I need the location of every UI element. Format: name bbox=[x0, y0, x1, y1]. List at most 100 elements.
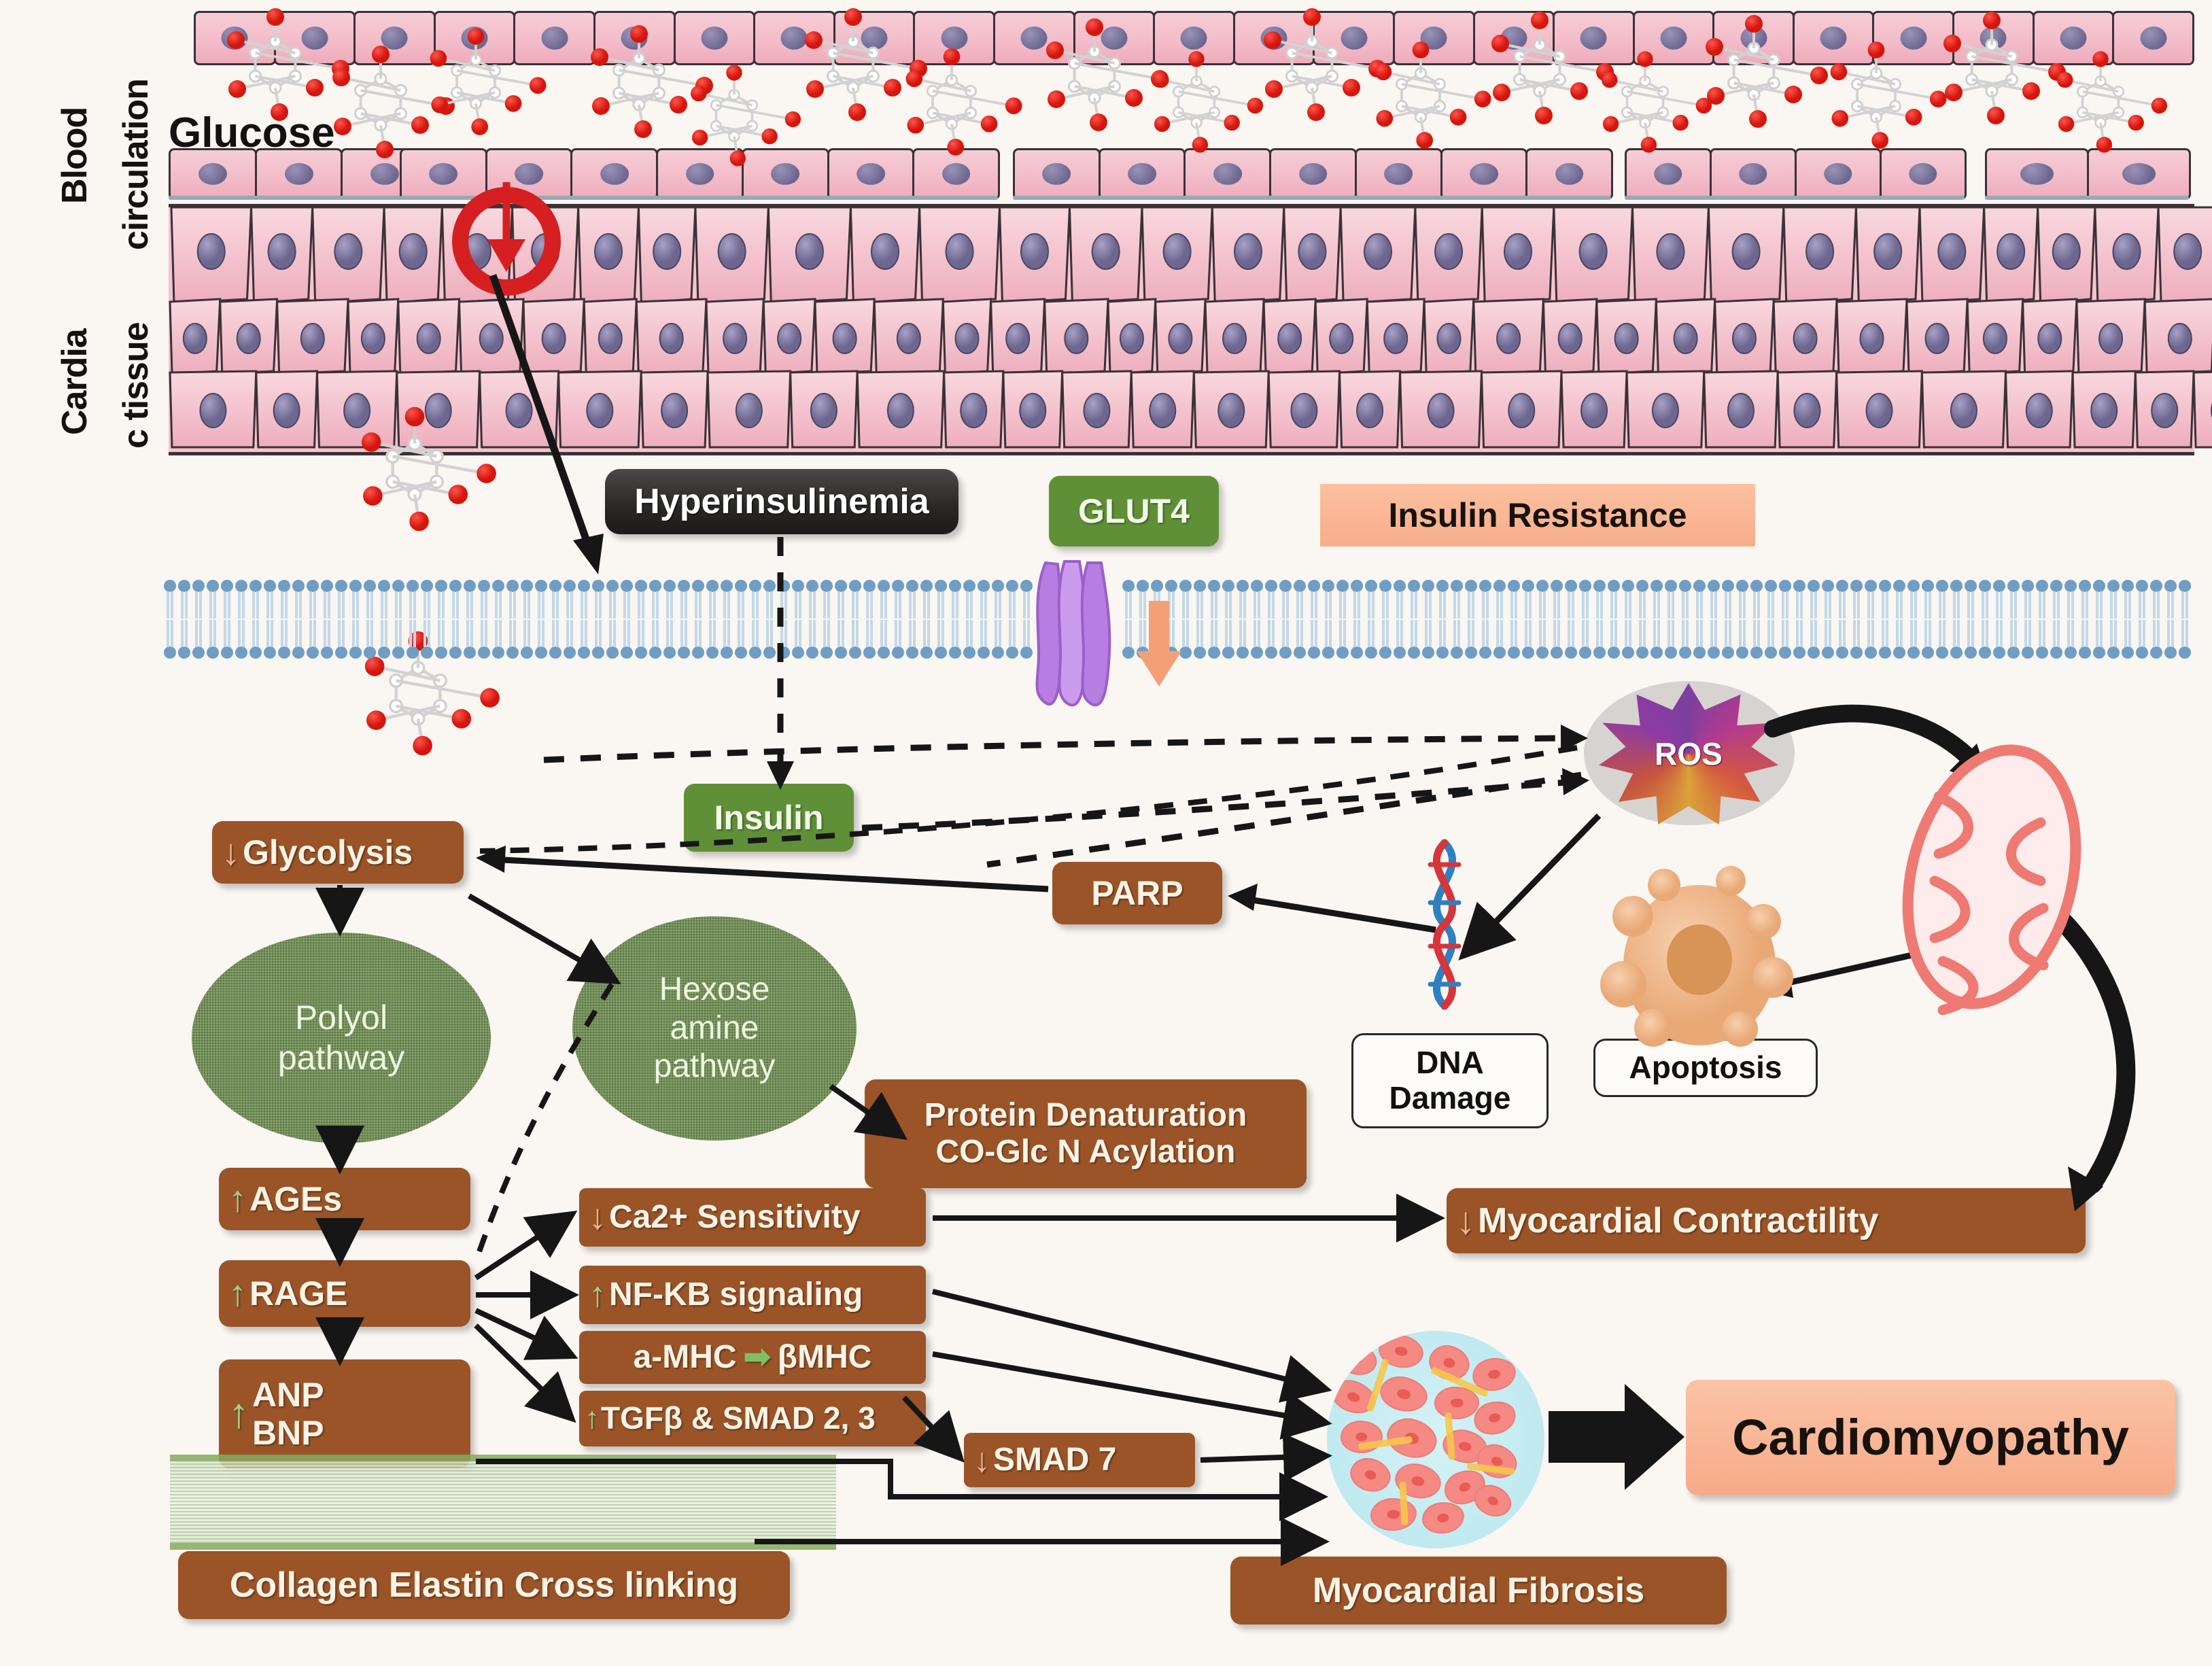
edge-parp-glycolysis bbox=[491, 859, 1048, 889]
node-myocardial-contractility[interactable]: ↓ Myocardial Contractility bbox=[1447, 1188, 2086, 1253]
glucose-molecule-icon bbox=[1602, 51, 1712, 152]
decrease-arrow-icon: ↓ bbox=[222, 832, 240, 873]
smad7-label: SMAD 7 bbox=[993, 1442, 1116, 1478]
node-hyperinsulinemia[interactable]: Hyperinsulinemia bbox=[605, 469, 958, 534]
edge-mitochondria-apoptosis bbox=[1776, 945, 1958, 986]
right-arrow-icon: ➡ bbox=[744, 1339, 771, 1376]
node-ros-label: ROS bbox=[1655, 735, 1723, 772]
node-insulin[interactable]: Insulin bbox=[684, 784, 854, 852]
node-polyol-pathway[interactable]: Polyol pathway bbox=[192, 933, 491, 1143]
apoptotic-cell-icon bbox=[1600, 866, 1793, 1047]
myocardial-fibrosis-tissue-icon bbox=[1327, 1331, 1544, 1548]
increase-arrow-icon: ↑ bbox=[228, 1390, 249, 1437]
edge-glycolysis-hexosamine bbox=[469, 896, 612, 979]
plasma-membrane-bilayer bbox=[170, 581, 2189, 663]
dna-helix-icon bbox=[1430, 843, 1459, 1006]
protein-denat-line1: Protein Denaturation bbox=[924, 1097, 1247, 1134]
node-collagen-elastin[interactable]: Collagen Elastin Cross linking bbox=[178, 1551, 790, 1619]
node-parp[interactable]: PARP bbox=[1052, 862, 1222, 924]
increase-arrow-icon: ↑ bbox=[228, 1179, 247, 1219]
mhc-right-label: βMHC bbox=[778, 1339, 872, 1376]
nfkb-label: NF-KB signaling bbox=[609, 1277, 863, 1313]
polyol-line1: Polyol bbox=[295, 998, 387, 1038]
edge-smad7-fibrosis bbox=[1200, 1456, 1321, 1460]
tgfb-label: TGFβ & SMAD 2, 3 bbox=[601, 1401, 876, 1436]
collagen-elastin-fiber-band bbox=[170, 1455, 836, 1550]
node-ca2-sensitivity[interactable]: ↓ Ca2+ Sensitivity bbox=[579, 1188, 926, 1247]
side-label-circulation: circulation bbox=[116, 79, 156, 250]
hexosamine-line2: amine bbox=[670, 1009, 759, 1048]
edge-nfkb-fibrosis bbox=[933, 1291, 1321, 1388]
node-protein-denaturation[interactable]: Protein Denaturation CO-Glc N Acylation bbox=[865, 1079, 1307, 1188]
ca2-label: Ca2+ Sensitivity bbox=[609, 1199, 861, 1236]
edge-insulin-ros bbox=[862, 782, 1576, 828]
endothelium-row-mid-d bbox=[1625, 148, 1965, 196]
side-label-cardiac: Cardia bbox=[54, 329, 95, 435]
dna-damage-line2: Damage bbox=[1389, 1081, 1511, 1116]
edge-glucose-ros bbox=[544, 738, 1574, 760]
node-glycolysis[interactable]: ↓ Glycolysis bbox=[212, 821, 464, 884]
mitochondrion-icon bbox=[1883, 732, 2101, 1022]
decrease-arrow-icon: ↓ bbox=[589, 1198, 606, 1237]
endothelium-row-mid-e bbox=[1985, 148, 2189, 196]
node-tgfb-smad23[interactable]: ↑ TGFβ & SMAD 2, 3 bbox=[579, 1391, 926, 1446]
glucose-molecule-icon bbox=[1153, 51, 1263, 152]
endothelium-row-mid-c bbox=[1013, 148, 1611, 196]
edge-dna-parp bbox=[1244, 899, 1436, 930]
ages-label: AGEs bbox=[249, 1180, 342, 1218]
glucose-molecule-icon bbox=[2057, 51, 2167, 152]
myocyte bbox=[1420, 1499, 1466, 1535]
myocyte bbox=[1346, 1453, 1395, 1497]
node-smad7[interactable]: ↓ SMAD 7 bbox=[964, 1433, 1195, 1487]
contractility-label: Myocardial Contractility bbox=[1478, 1201, 1878, 1240]
node-ages[interactable]: ↑ AGEs bbox=[219, 1168, 470, 1230]
edge-rage-tgfb bbox=[476, 1325, 568, 1415]
edge-rage-mhc bbox=[476, 1311, 568, 1354]
edge-mitochondria-contractility bbox=[2030, 892, 2126, 1184]
glut4-channel-protein bbox=[1039, 557, 1127, 693]
node-hexosamine-pathway[interactable]: Hexose amine pathway bbox=[572, 916, 857, 1141]
myocyte bbox=[1370, 1497, 1417, 1531]
bnp-label: BNP bbox=[252, 1414, 324, 1452]
side-label-tissue: c tissue bbox=[116, 322, 156, 449]
anp-label: ANP bbox=[252, 1376, 324, 1414]
node-anp-bnp[interactable]: ↑ ANP BNP bbox=[219, 1359, 470, 1468]
hexosamine-line1: Hexose bbox=[659, 971, 770, 1009]
node-insulin-resistance[interactable]: Insulin Resistance bbox=[1320, 484, 1755, 546]
hexosamine-line3: pathway bbox=[654, 1047, 776, 1086]
polyol-line2: pathway bbox=[278, 1038, 404, 1078]
increase-arrow-icon: ↑ bbox=[585, 1402, 600, 1435]
side-label-blood: Blood bbox=[54, 107, 95, 204]
myocyte bbox=[1331, 1337, 1381, 1381]
endothelium-row-top bbox=[194, 11, 2192, 61]
node-mhc-switch[interactable]: a-MHC ➡ βMHC bbox=[579, 1331, 926, 1384]
mhc-left-label: a-MHC bbox=[634, 1339, 737, 1376]
edge-fibrosis-cardiomyopathy-block-arrow bbox=[1549, 1384, 1684, 1490]
decrease-arrow-icon: ↓ bbox=[973, 1441, 990, 1479]
increase-arrow-icon: ↑ bbox=[228, 1273, 247, 1314]
rage-label: RAGE bbox=[249, 1274, 347, 1313]
endothelium-row-mid-a bbox=[169, 148, 427, 196]
decrease-arrow-icon: ↓ bbox=[1456, 1200, 1475, 1243]
protein-denat-line2: CO-Glc N Acylation bbox=[936, 1134, 1236, 1170]
node-dna-damage[interactable]: DNA Damage bbox=[1351, 1033, 1549, 1128]
increase-arrow-icon: ↑ bbox=[589, 1275, 606, 1315]
edge-mhc-fibrosis bbox=[933, 1354, 1321, 1422]
node-nfkb-signaling[interactable]: ↑ NF-KB signaling bbox=[579, 1266, 926, 1324]
node-glut4[interactable]: GLUT4 bbox=[1049, 476, 1219, 546]
node-cardiomyopathy[interactable]: Cardiomyopathy bbox=[1686, 1380, 2175, 1495]
cardiac-tissue-block bbox=[169, 204, 2194, 455]
edge-ros-parp-dashed bbox=[987, 775, 1581, 865]
endothelium-row-mid-b bbox=[400, 148, 998, 196]
glycolysis-label: Glycolysis bbox=[243, 833, 413, 871]
dna-damage-line1: DNA bbox=[1416, 1045, 1484, 1081]
node-rage[interactable]: ↑ RAGE bbox=[219, 1260, 470, 1327]
edge-ros-dna bbox=[1467, 816, 1599, 952]
edge-ros-to-glycolysis-dashed bbox=[480, 748, 1577, 851]
edge-ros-mitochondria bbox=[1773, 714, 1971, 760]
node-myocardial-fibrosis[interactable]: Myocardial Fibrosis bbox=[1230, 1557, 1727, 1625]
myocyte bbox=[1377, 1372, 1430, 1416]
edge-rage-ca2 bbox=[476, 1217, 568, 1278]
node-apoptosis[interactable]: Apoptosis bbox=[1593, 1039, 1818, 1097]
